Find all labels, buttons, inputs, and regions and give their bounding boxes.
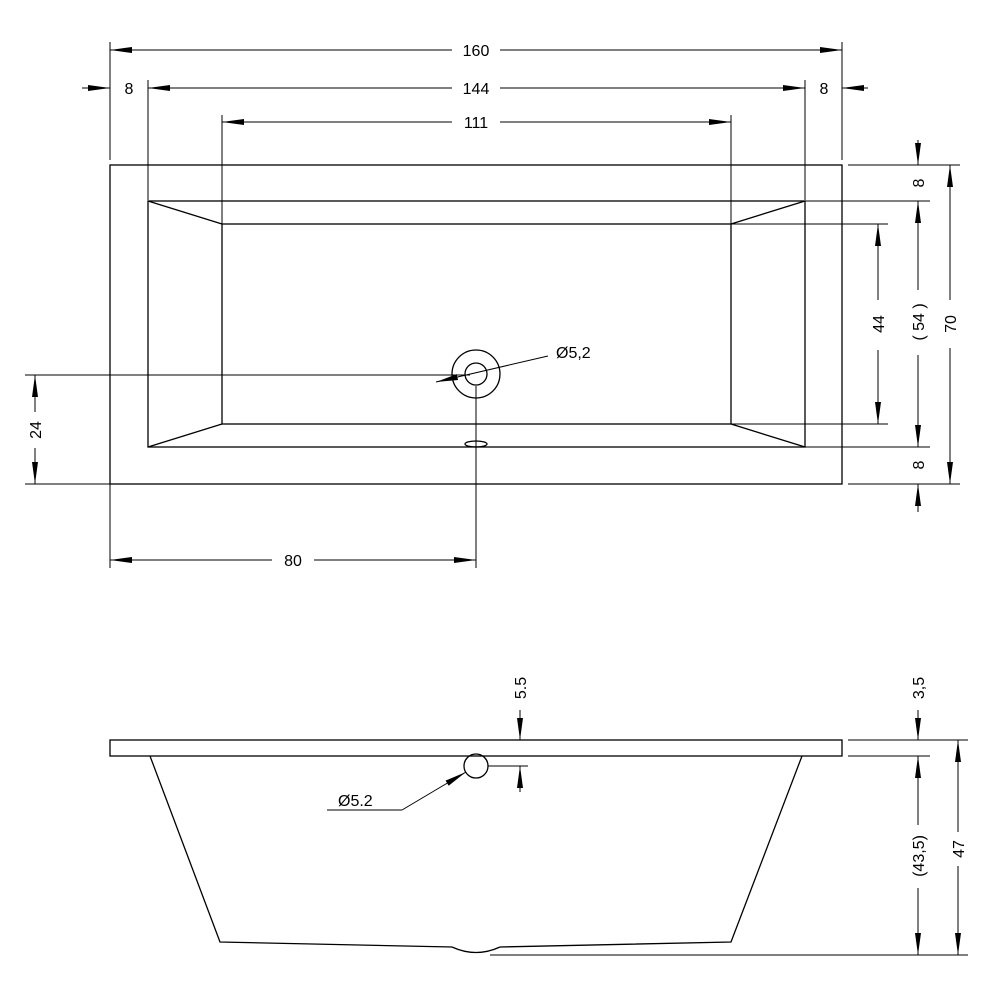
dim-rim-left: 8 <box>125 81 134 98</box>
dim-bottom-length: 111 <box>464 115 488 132</box>
dim-drain-offset-x: 80 <box>284 553 302 570</box>
drain-bump <box>451 946 501 954</box>
dim-inner-depth: (43,5) <box>911 835 928 877</box>
slope-lines <box>147 200 806 448</box>
dim-inner-length: 144 <box>463 81 490 98</box>
dim-bottom-width: 44 <box>871 315 888 333</box>
dim-overflow-offset: 5.5 <box>513 677 530 699</box>
side-view: 5.5 Ø5.2 3,5 (43,5) 47 <box>109 677 968 956</box>
overflow-hole <box>463 753 489 779</box>
dim-inner-width: ( 54 ) <box>911 303 928 340</box>
dim-overall-height: 47 <box>951 840 968 858</box>
dim-drain-diameter: Ø5,2 <box>556 345 591 362</box>
top-view: 160 8 144 8 111 Ø5,2 <box>25 42 960 570</box>
dim-overflow-diameter: Ø5.2 <box>338 793 373 810</box>
dim-overall-width: 70 <box>943 315 960 333</box>
dim-rim-top: 8 <box>911 178 928 187</box>
dim-rim-right: 8 <box>820 81 829 98</box>
dim-rim-bottom: 8 <box>911 460 928 469</box>
tub-body <box>149 755 803 948</box>
dim-rim-thickness: 3,5 <box>911 677 928 699</box>
dim-drain-offset-y: 24 <box>28 421 45 439</box>
dim-overall-length: 160 <box>463 43 490 60</box>
side-rim <box>109 739 843 757</box>
